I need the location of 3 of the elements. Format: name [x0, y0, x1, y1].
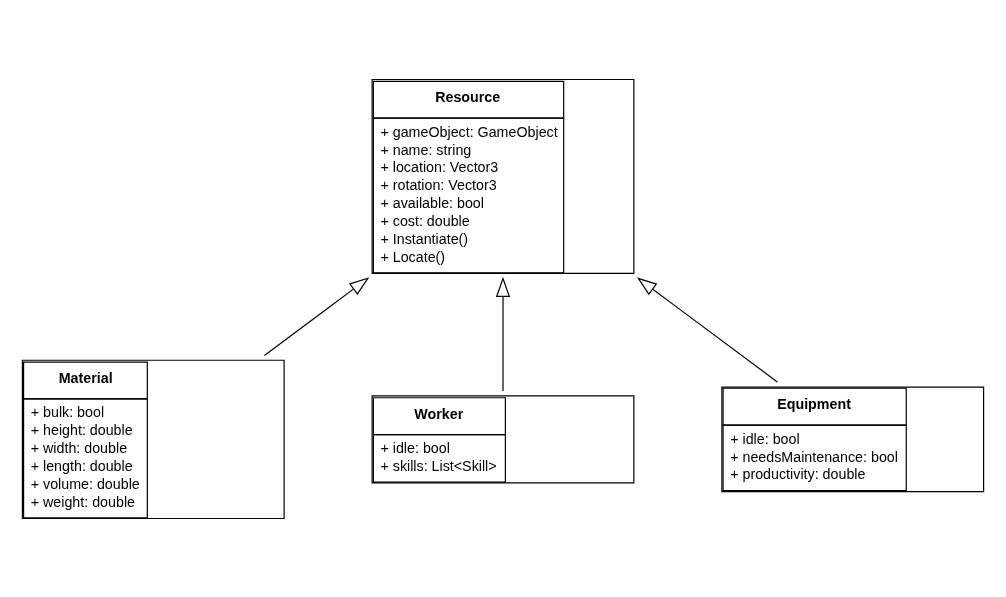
arrow [263, 276, 370, 356]
arrow [636, 276, 778, 383]
arrow [495, 276, 511, 392]
